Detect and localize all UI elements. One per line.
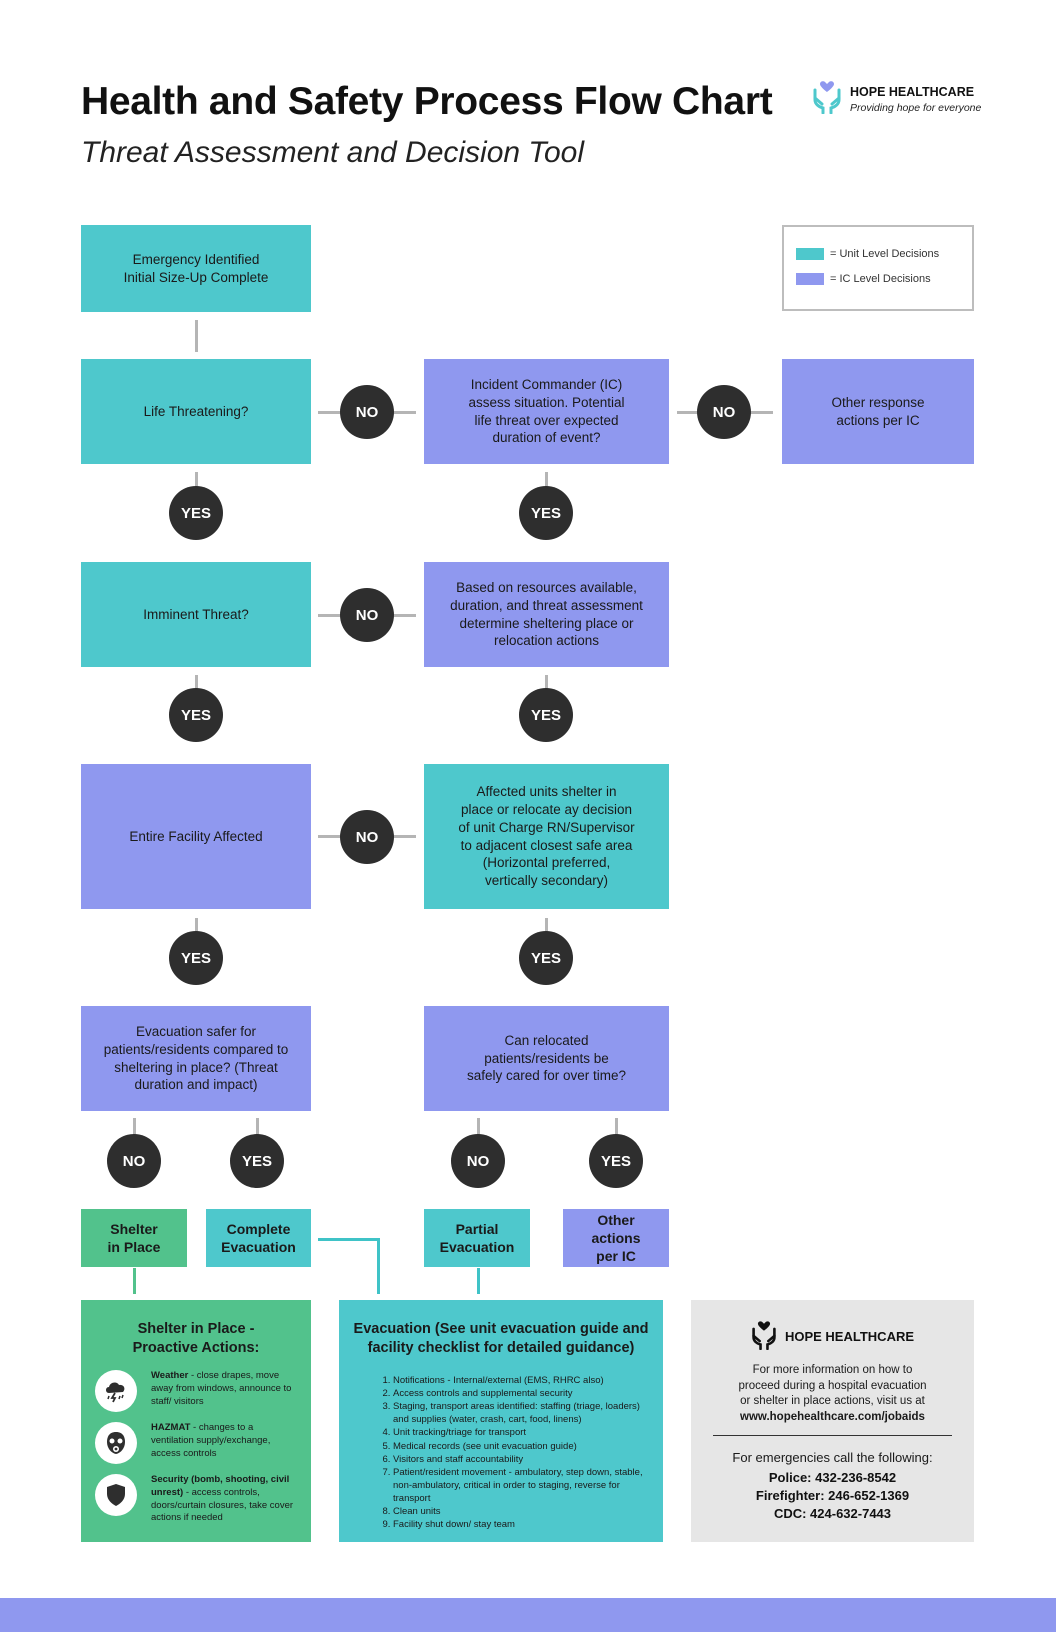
label-yes: YES [230, 1134, 284, 1188]
info-panel: HOPE HEALTHCARE For more information on … [691, 1300, 974, 1542]
info-text: For more information on how to proceed d… [738, 1364, 927, 1408]
info-org-name: HOPE HEALTHCARE [784, 1329, 915, 1344]
list-item: Clean units [393, 1505, 653, 1518]
brand-logo: HOPE HEALTHCARE Providing hope for every… [812, 80, 981, 119]
label-no: NO [340, 588, 394, 642]
brand-name: HOPE HEALTHCARE [850, 85, 975, 99]
node-partial-evacuation: Partial Evacuation [424, 1209, 530, 1267]
shelter-item-hazmat: HAZMAT - changes to a ventilation supply… [95, 1422, 295, 1464]
label-yes: YES [519, 931, 573, 985]
label-no: NO [340, 810, 394, 864]
info-divider [713, 1435, 952, 1436]
node-shelter-in-place: Shelter in Place [81, 1209, 187, 1267]
page-subtitle: Threat Assessment and Decision Tool [81, 136, 585, 169]
label-yes: YES [169, 931, 223, 985]
list-item: Unit tracking/triage for transport [393, 1426, 653, 1439]
node-affected-units: Affected units shelter in place or reloc… [424, 764, 669, 909]
storm-cloud-icon [95, 1370, 137, 1412]
info-org: HOPE HEALTHCARE [691, 1320, 974, 1353]
label-no: NO [451, 1134, 505, 1188]
label-no: NO [107, 1134, 161, 1188]
list-item: Access controls and supplemental securit… [393, 1387, 653, 1400]
shelter-panel-title: Shelter in Place - Proactive Actions: [132, 1321, 260, 1356]
list-item: Medical records (see unit evacuation gui… [393, 1440, 653, 1453]
list-item: Staging, transport areas identified: sta… [393, 1400, 653, 1426]
node-other-actions: Other actions per IC [563, 1209, 669, 1267]
footer-bar [0, 1598, 1056, 1632]
legend-unit-label: = Unit Level Decisions [830, 248, 940, 260]
gas-mask-icon [95, 1422, 137, 1464]
shelter-item-text: Weather - close drapes, move away from w… [151, 1370, 292, 1407]
node-emergency-identified: Emergency Identified Initial Size-Up Com… [81, 225, 311, 312]
label-yes: YES [169, 486, 223, 540]
connector-teal [377, 1238, 380, 1294]
node-other-response: Other response actions per IC [782, 359, 974, 464]
evacuation-panel: Evacuation (See unit evacuation guide an… [339, 1300, 663, 1542]
evac-panel-title: Evacuation (See unit evacuation guide an… [353, 1321, 649, 1356]
label-yes: YES [589, 1134, 643, 1188]
police-number: Police: 432-236-8542 [768, 1470, 897, 1485]
node-resources: Based on resources available, duration, … [424, 562, 669, 667]
legend-swatch-purple [796, 273, 824, 285]
heart-hands-icon [751, 1320, 777, 1353]
connector-teal [318, 1238, 380, 1241]
list-item: Notifications - Internal/external (EMS, … [393, 1374, 653, 1387]
legend-unit-level: = Unit Level Decisions [796, 248, 939, 260]
connector-teal [477, 1268, 480, 1294]
shelter-item-text: Security (bomb, shooting, civil unrest) … [151, 1474, 294, 1524]
list-item: Visitors and staff accountability [393, 1453, 653, 1466]
cdc-number: CDC: 424-632-7443 [773, 1505, 892, 1521]
shelter-in-place-panel: Shelter in Place - Proactive Actions: We… [81, 1300, 311, 1542]
legend: = Unit Level Decisions = IC Level Decisi… [782, 225, 974, 311]
node-imminent-threat: Imminent Threat? [81, 562, 311, 667]
label-yes: YES [169, 688, 223, 742]
legend-swatch-teal [796, 248, 824, 260]
connector-green [133, 1268, 136, 1294]
emergency-contacts: Police: 432-236-8542 Firefighter: 246-65… [691, 1469, 974, 1523]
brand-tagline: Providing hope for everyone [850, 102, 982, 114]
list-item: Patient/resident movement - ambulatory, … [393, 1466, 653, 1505]
list-item: Facility shut down/ stay team [393, 1518, 653, 1531]
node-complete-evacuation: Complete Evacuation [206, 1209, 311, 1267]
legend-ic-level: = IC Level Decisions [796, 273, 931, 285]
node-ic-assess: Incident Commander (IC) assess situation… [424, 359, 669, 464]
shelter-item-text: HAZMAT - changes to a ventilation supply… [151, 1422, 271, 1459]
shelter-item-weather: Weather - close drapes, move away from w… [95, 1370, 295, 1412]
node-entire-facility: Entire Facility Affected [81, 764, 311, 909]
connector [195, 320, 198, 352]
node-evacuation-safer: Evacuation safer for patients/residents … [81, 1006, 311, 1111]
evac-checklist: Notifications - Internal/external (EMS, … [383, 1374, 653, 1531]
info-url[interactable]: www.hopehealthcare.com/jobaids [740, 1410, 925, 1423]
firefighter-number: Firefighter: 246-652-1369 [755, 1487, 910, 1503]
page-title: Health and Safety Process Flow Chart [81, 80, 773, 123]
shield-icon [95, 1474, 137, 1516]
emergency-heading: For emergencies call the following: [732, 1450, 933, 1465]
label-no: NO [340, 385, 394, 439]
heart-hands-icon [812, 80, 842, 119]
label-yes: YES [519, 688, 573, 742]
label-yes: YES [519, 486, 573, 540]
label-no: NO [697, 385, 751, 439]
shelter-item-security: Security (bomb, shooting, civil unrest) … [95, 1474, 295, 1525]
node-can-relocated: Can relocated patients/residents be safe… [424, 1006, 669, 1111]
node-life-threatening: Life Threatening? [81, 359, 311, 464]
legend-ic-label: = IC Level Decisions [830, 273, 931, 285]
